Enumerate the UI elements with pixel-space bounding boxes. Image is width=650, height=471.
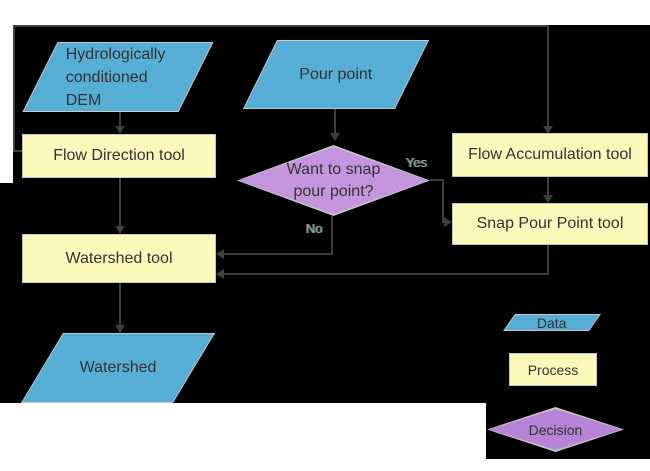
node-flow-direction: Flow Direction tool	[22, 134, 216, 178]
legend-decision-label: Decision	[528, 421, 583, 438]
arrowhead-into-watershed-tool-top	[115, 226, 125, 234]
node-watershed-tool-label: Watershed tool	[65, 249, 173, 267]
node-flow-accumulation-label: Flow Accumulation tool	[468, 146, 632, 163]
connector-dem-to-flowdir	[119, 112, 121, 127]
edge-label-no: No	[306, 221, 323, 236]
connector-flowdir-to-flowacc-top	[13, 25, 549, 27]
node-decision-label-line1: Want to snap	[286, 160, 381, 178]
connector-no-horizontal	[223, 253, 333, 255]
connector-no-vertical	[331, 216, 333, 255]
edge-label-yes: Yes	[406, 155, 428, 170]
arrowhead-into-flow-accumulation	[543, 126, 553, 134]
arrowhead-no-into-watershed-tool	[216, 249, 224, 259]
connector-watershedtool-to-watershed	[119, 283, 121, 326]
connector-flowdir-to-watershedtool	[119, 178, 121, 227]
node-flow-direction-label: Flow Direction tool	[53, 147, 185, 164]
node-snap-pour-point-label: Snap Pour Point tool	[476, 215, 624, 232]
node-pour-point-label: Pour point	[299, 65, 373, 83]
connector-snap-down	[547, 245, 549, 275]
connector-pourpoint-to-decision	[334, 109, 336, 134]
connector-flowacc-to-snap	[547, 177, 549, 196]
arrowhead-into-snap-pour-point-left	[444, 217, 452, 227]
node-dem-label-line1: Hydrologically	[66, 45, 166, 63]
node-dem-label-line2: conditioned	[66, 68, 148, 86]
arrowhead-into-decision	[330, 133, 340, 141]
arrowhead-into-watershed	[115, 325, 125, 333]
node-decision-label-line2: pour point?	[293, 182, 374, 200]
legend-process-shape: Process	[509, 353, 597, 386]
node-flow-accumulation: Flow Accumulation tool	[452, 133, 648, 177]
node-dem-label-line3: DEM	[66, 91, 102, 109]
legend-decision-shape: Decision	[487, 407, 624, 452]
arrowhead-into-flow-direction	[115, 126, 125, 134]
connector-snap-horizontal	[223, 273, 549, 275]
connector-flowdir-to-flowacc-stub	[13, 150, 23, 152]
connector-flowdir-to-flowacc-drop	[547, 25, 549, 126]
node-watershed-tool: Watershed tool	[22, 234, 216, 283]
node-watershed-label: Watershed	[79, 359, 157, 376]
node-snap-pour-point: Snap Pour Point tool	[452, 203, 648, 245]
connector-flowdir-to-flowacc-left	[13, 25, 15, 152]
node-decision: Want to snap pour point?	[237, 145, 430, 216]
arrowhead-snap-into-watershed-tool	[216, 269, 224, 279]
legend-process-label: Process	[527, 361, 579, 378]
node-dem: Hydrologically conditioned DEM	[22, 42, 214, 112]
diagram-background-left-extension	[0, 183, 14, 403]
legend-data-label: Data	[537, 314, 567, 331]
legend-data-shape: Data	[503, 314, 601, 331]
connector-yes-vertical	[442, 179, 444, 223]
connector-yes-horizontal	[430, 179, 444, 181]
arrowhead-into-snap-pour-point-top	[543, 195, 553, 203]
